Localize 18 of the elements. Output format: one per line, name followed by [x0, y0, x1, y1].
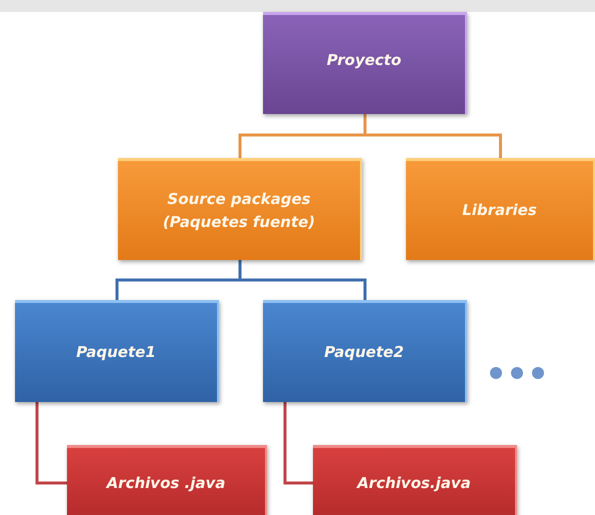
hierarchy-box — [15, 300, 219, 402]
connector-line — [284, 402, 313, 484]
hierarchy-box — [313, 445, 517, 515]
hierarchy-box — [67, 445, 267, 515]
box-label: Source packages (Paquetes fuente) — [162, 189, 316, 232]
box-label: Paquete1 — [76, 342, 156, 364]
box-label: Paquete2 — [324, 342, 404, 364]
hierarchy-box — [263, 300, 467, 402]
connector-line — [36, 402, 67, 484]
connector-line — [364, 114, 502, 158]
box-label: Proyecto — [326, 50, 402, 72]
box-label: Archivos.java — [357, 473, 471, 494]
box-label: Archivos .java — [106, 473, 226, 494]
hierarchy-box — [263, 12, 467, 114]
hierarchy-box — [406, 158, 595, 260]
connector-line — [238, 260, 366, 300]
box-label: Libraries — [462, 200, 537, 222]
hierarchy-box — [118, 158, 362, 260]
